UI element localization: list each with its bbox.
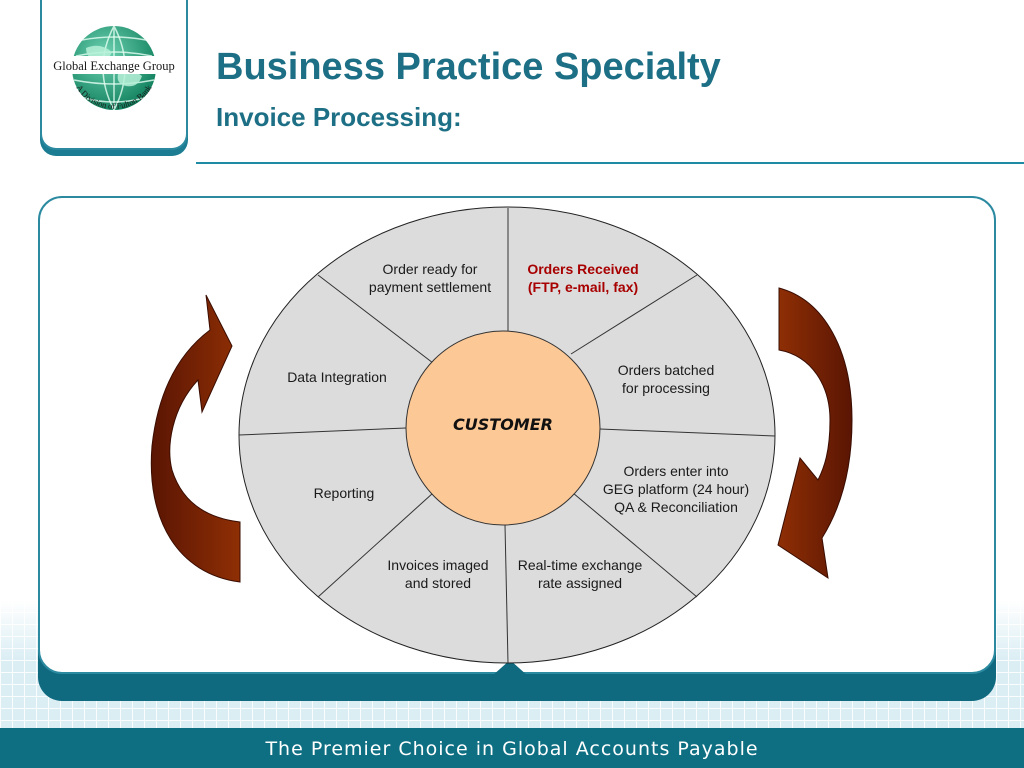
segment-label-line: QA & Reconciliation [614, 499, 738, 515]
cycle-arrow-left-icon [150, 294, 241, 583]
segment-label-line: payment settlement [369, 279, 491, 295]
segment-label-line: Reporting [314, 485, 375, 501]
slide-subtitle: Invoice Processing: [216, 102, 462, 132]
slide-title: Business Practice Specialty [216, 46, 721, 88]
segment-label: Reporting [314, 485, 375, 501]
segment-divider [238, 427, 407, 436]
segment-label-line: Data Integration [287, 369, 387, 385]
segment-label-line: (FTP, e-mail, fax) [528, 279, 638, 295]
segment-label-line: Real-time exchange [518, 557, 643, 573]
segment-label: Orders Received (FTP, e-mail, fax) [527, 261, 638, 295]
panel-notch [492, 660, 528, 676]
segment-label: Order ready for payment settlement [369, 261, 491, 295]
customer-label: CUSTOMER [453, 415, 553, 434]
segment-label-line: Orders Received [527, 261, 638, 277]
footer-tagline: The Premier Choice in Global Accounts Pa… [265, 738, 759, 760]
segment-divider [570, 274, 698, 355]
customer-hub [405, 330, 601, 526]
segment-label: Invoices imaged and stored [387, 557, 488, 591]
segment-label-line: Orders enter into [623, 463, 728, 479]
logo-company-name: Global Exchange Group [53, 59, 175, 73]
segment-label-line: rate assigned [538, 575, 622, 591]
segment-label-line: Orders batched [618, 362, 715, 378]
segment-label-line: and stored [405, 575, 471, 591]
segment-divider [317, 274, 434, 364]
segment-label: Data Integration [287, 369, 387, 385]
segment-divider [504, 524, 509, 664]
title-divider [196, 162, 1024, 164]
segment-divider [599, 428, 776, 437]
segment-label: Orders batched for processing [618, 362, 715, 396]
segment-label-line: Invoices imaged [387, 557, 488, 573]
cycle-arrow-right-icon [777, 287, 853, 580]
logo-tab: Global Exchange Group A Division of Fult… [40, 0, 188, 150]
footer-bar [0, 728, 1024, 768]
company-logo: Global Exchange Group A Division of Fult… [52, 25, 176, 111]
segment-label-line: GEG platform (24 hour) [603, 481, 749, 497]
segment-label-line: Order ready for [383, 261, 478, 277]
segment-divider [572, 492, 698, 598]
segment-label: Real-time exchange rate assigned [518, 557, 643, 591]
segment-divider [317, 492, 434, 598]
segment-label-line: for processing [622, 380, 710, 396]
